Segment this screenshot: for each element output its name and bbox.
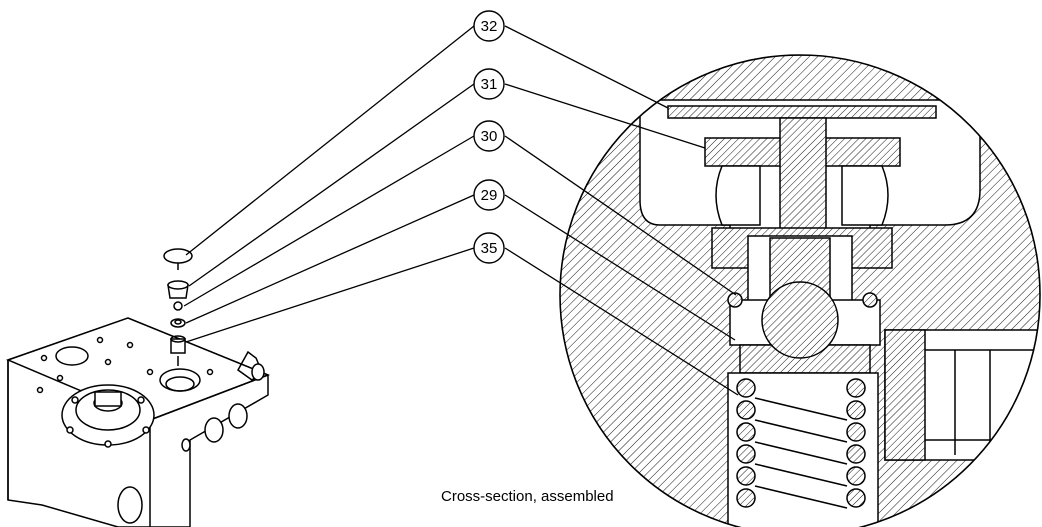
part-31-plug: [167, 280, 189, 311]
callout-30: 30: [473, 120, 505, 152]
leader-35-right: [504, 247, 739, 396]
leader-32-left: [185, 25, 475, 256]
leader-30-right: [504, 135, 737, 296]
leader-31-right: [504, 83, 706, 149]
callout-32-label: 32: [481, 18, 498, 35]
callout-35: 35: [473, 232, 505, 264]
part-32-cap: [163, 248, 193, 270]
callout-29-label: 29: [481, 187, 498, 204]
leader-31-left: [188, 83, 475, 287]
leader-29-right: [504, 194, 736, 341]
callout-31: 31: [473, 68, 505, 100]
spring-coils: [736, 378, 866, 509]
callout-29: 29: [473, 179, 505, 211]
magnification-circle: [559, 54, 1041, 527]
leader-29-left: [185, 194, 475, 324]
caption: Cross-section, assembled: [441, 488, 614, 505]
leader-lines: [183, 25, 739, 396]
valve-body-assembly: [5, 248, 271, 527]
part-30-ring: [170, 318, 186, 328]
callout-31-label: 31: [481, 76, 498, 93]
callout-32: 32: [473, 10, 505, 42]
caption-backdrop: [438, 484, 638, 508]
leader-35-left: [185, 247, 475, 343]
valve-block: [5, 317, 271, 527]
callout-35-label: 35: [481, 240, 498, 257]
leader-32-right: [504, 25, 669, 109]
part-35-spring: [170, 335, 186, 366]
cross-section-view: [559, 54, 1041, 527]
leader-30-left: [183, 135, 475, 307]
callout-30-label: 30: [481, 128, 498, 145]
